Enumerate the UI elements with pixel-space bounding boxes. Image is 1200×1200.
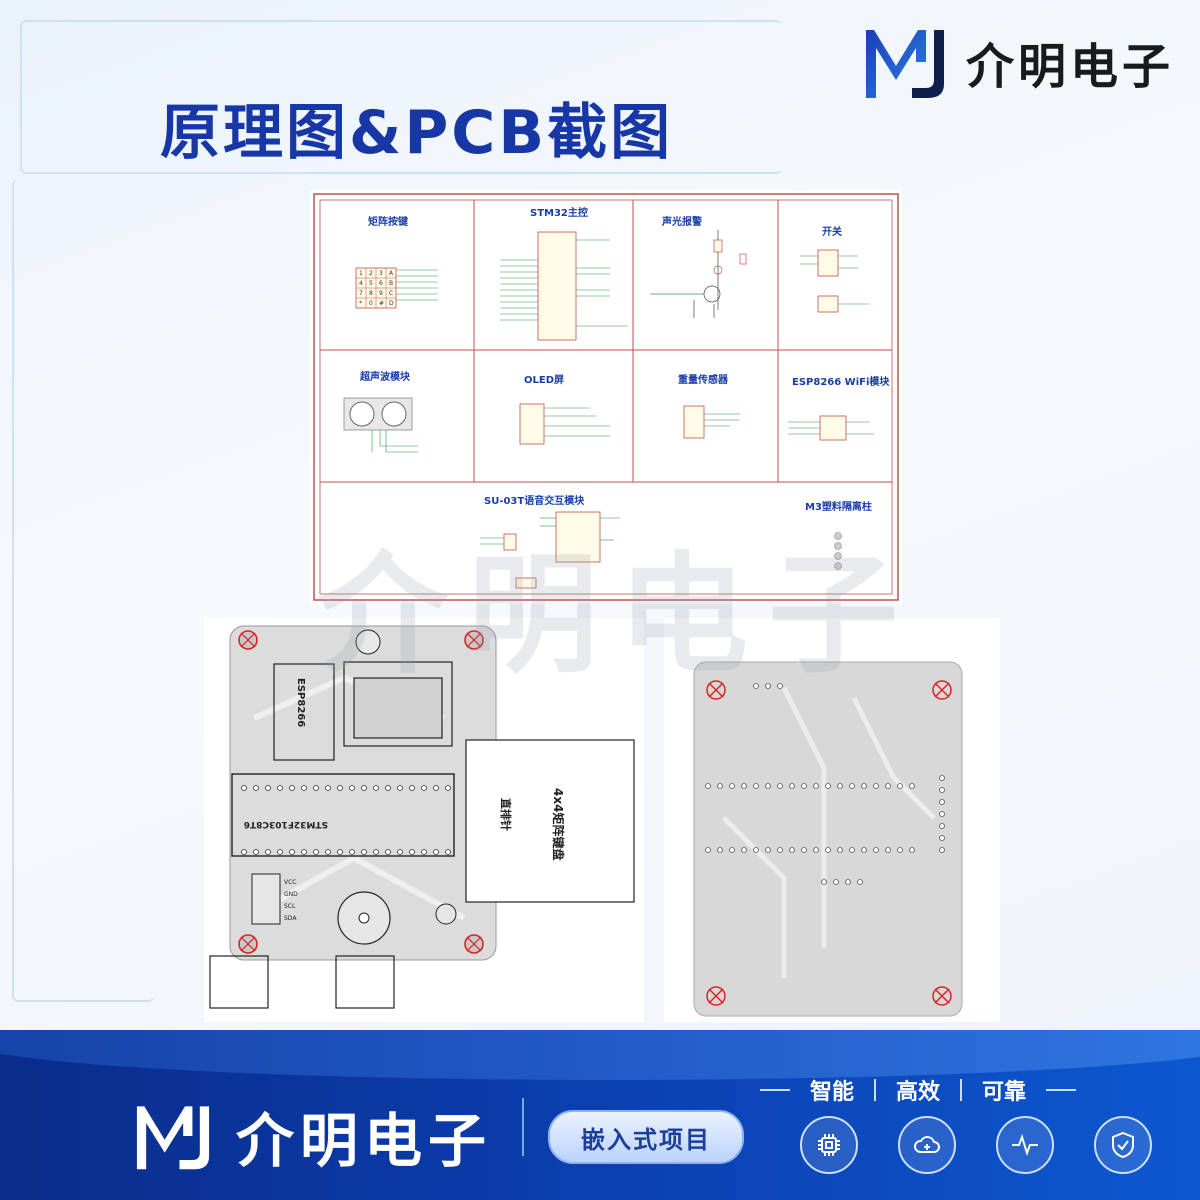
key-label: 0 bbox=[369, 300, 373, 307]
slogan-separator bbox=[874, 1079, 877, 1101]
module-title: 声光报警 bbox=[661, 215, 702, 228]
key-label: # bbox=[379, 300, 384, 307]
slogan: 智能 高效 可靠 bbox=[760, 1074, 1077, 1106]
slogan-item: 高效 bbox=[896, 1080, 941, 1105]
keypad-symbol: 1 2 3 A 4 5 6 B 7 8 9 C * 0 # D bbox=[355, 267, 438, 309]
module-title: 矩阵按键 bbox=[368, 215, 409, 228]
key-label: 2 bbox=[369, 270, 373, 277]
key-label: 6 bbox=[379, 280, 383, 287]
page-title: 原理图&PCB截图 bbox=[160, 98, 674, 168]
switch-symbol bbox=[800, 249, 870, 313]
cloud-icon bbox=[898, 1116, 956, 1174]
module-title: 重量传感器 bbox=[678, 373, 729, 386]
su03t-symbol bbox=[480, 511, 620, 589]
module-title: M3塑料隔离柱 bbox=[805, 500, 872, 513]
key-label: C bbox=[389, 290, 393, 297]
key-label: 4 bbox=[359, 280, 363, 287]
pcb-label: 直排针 bbox=[499, 798, 513, 831]
module-title: 开关 bbox=[822, 225, 842, 238]
decor-frame bbox=[20, 20, 782, 174]
footer-logo-icon bbox=[136, 1106, 210, 1170]
weight-sensor-symbol bbox=[683, 405, 740, 439]
brand-name: 介明电子 bbox=[966, 39, 1175, 95]
key-label: 3 bbox=[379, 270, 383, 277]
module-title: 超声波模块 bbox=[359, 370, 411, 383]
key-label: A bbox=[389, 270, 394, 277]
key-label: * bbox=[359, 300, 362, 307]
slogan-dash bbox=[1046, 1089, 1077, 1091]
key-label: B bbox=[389, 280, 393, 287]
chip-icon bbox=[800, 1116, 858, 1174]
watermark: 介明电子 bbox=[318, 539, 919, 691]
pcb-label: 4x4矩阵键盘 bbox=[551, 788, 566, 860]
module-title: ESP8266 WiFi模块 bbox=[792, 375, 890, 388]
ultrasonic-symbol bbox=[343, 397, 418, 453]
feature-icons bbox=[800, 1116, 1152, 1174]
key-label: 8 bbox=[369, 290, 373, 297]
pcb-label: STM32F103C8T6 bbox=[244, 819, 328, 829]
pcb-front-panel: ESP8266 STM32F103C8T6 4x4矩阵键盘 直排针 VCC GN… bbox=[204, 618, 644, 1022]
key-label: 7 bbox=[359, 290, 363, 297]
slogan-item: 可靠 bbox=[982, 1080, 1027, 1105]
pcb-label: GND bbox=[284, 891, 298, 898]
key-label: 9 bbox=[379, 290, 383, 297]
module-title: SU-03T语音交互模块 bbox=[484, 494, 585, 507]
shield-icon bbox=[1094, 1116, 1152, 1174]
key-label: 5 bbox=[369, 280, 373, 287]
footer-brand-name: 介明电子 bbox=[236, 1107, 493, 1175]
slogan-dash bbox=[760, 1089, 790, 1091]
key-label: D bbox=[389, 300, 394, 307]
pcb-label: ESP8266 bbox=[295, 678, 306, 727]
standoff-symbol bbox=[834, 532, 842, 570]
slogan-item: 智能 bbox=[810, 1080, 855, 1105]
module-title: OLED屏 bbox=[524, 374, 564, 386]
footer-brand: 介明电子 bbox=[132, 1094, 492, 1178]
brand-logo-icon bbox=[866, 30, 944, 98]
pulse-icon bbox=[996, 1116, 1054, 1174]
pcb-back-panel bbox=[664, 618, 1000, 1022]
project-tag: 嵌入式项目 bbox=[548, 1110, 744, 1164]
key-label: 1 bbox=[359, 270, 363, 277]
footer-wave bbox=[0, 1030, 1200, 1080]
pcb-label: SDA bbox=[284, 915, 297, 922]
decor-frame bbox=[12, 180, 154, 1002]
pcb-back-drawing bbox=[693, 661, 963, 1017]
schematic-panel: 矩阵按键 STM32主控 声光报警 开关 超声波模块 OLED屏 重量传感器 E… bbox=[310, 190, 902, 604]
footer-divider bbox=[522, 1098, 524, 1156]
alarm-symbol bbox=[650, 230, 747, 318]
pcb-front-drawing: ESP8266 STM32F103C8T6 4x4矩阵键盘 直排针 VCC GN… bbox=[209, 625, 635, 1009]
module-title: STM32主控 bbox=[530, 206, 588, 219]
slogan-separator bbox=[960, 1079, 963, 1101]
stm32-symbol bbox=[500, 231, 628, 341]
schematic-drawing: 矩阵按键 STM32主控 声光报警 开关 超声波模块 OLED屏 重量传感器 E… bbox=[313, 193, 899, 601]
esp8266-symbol bbox=[788, 415, 874, 441]
oled-symbol bbox=[519, 403, 610, 445]
top-brand: 介明电子 bbox=[862, 22, 1174, 102]
pcb-label: VCC bbox=[284, 879, 296, 886]
pcb-label: SCL bbox=[284, 903, 296, 910]
